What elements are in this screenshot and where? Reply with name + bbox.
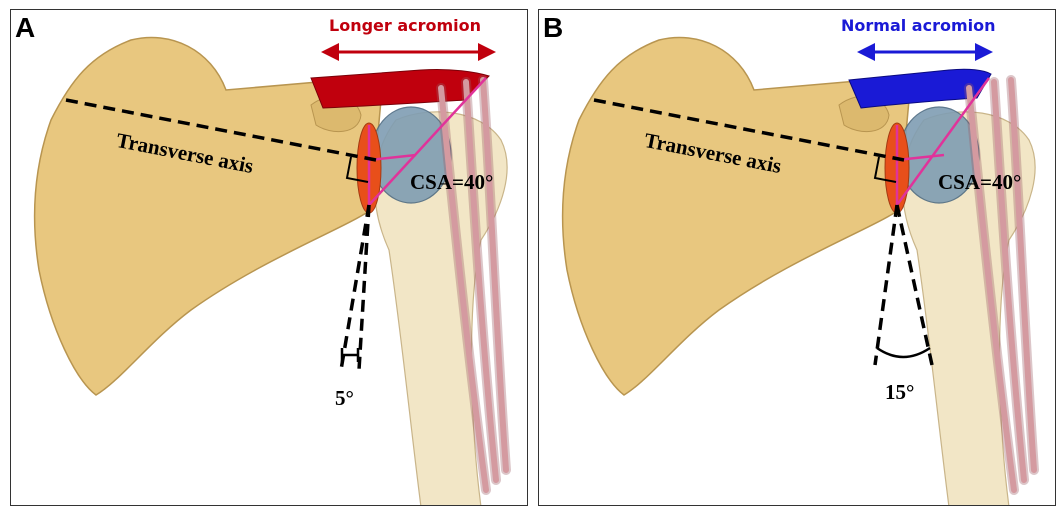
shoulder-illustration-b [539,10,1056,506]
angle-arc [877,348,930,357]
panel-letter: A [15,12,35,44]
csa-label: CSA=40° [938,170,1021,195]
acromion-label: Longer acromion [329,16,481,35]
panel-letter: B [543,12,563,44]
csa-label: CSA=40° [410,170,493,195]
shoulder-illustration-a [11,10,528,506]
panel-a: A Longer acromion Transverse axis CSA=40… [10,9,528,506]
angle-label: 15° [885,380,914,405]
angle-label: 5° [335,386,354,411]
double-arrow-b [857,43,993,61]
double-arrow-a [321,43,496,61]
acromion-label: Normal acromion [841,16,996,35]
angle-line-1 [875,205,897,365]
panel-b: B Normal acromion Transverse axis CSA=40… [538,9,1056,506]
